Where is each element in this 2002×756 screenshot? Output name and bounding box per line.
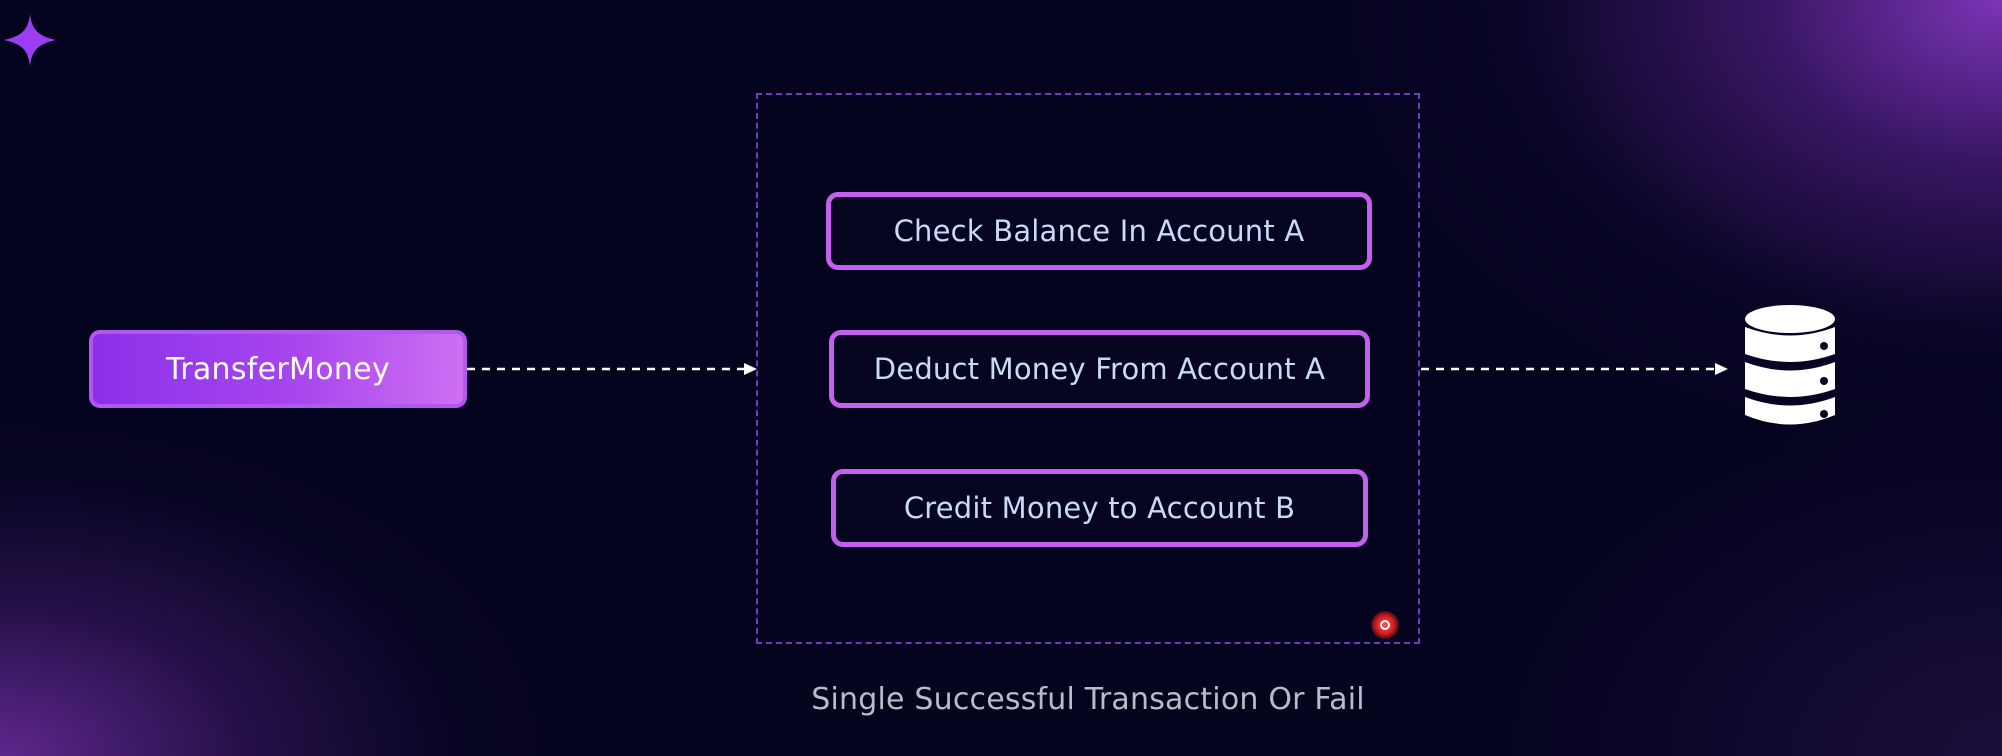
step-deduct-money: Deduct Money From Account A xyxy=(829,330,1370,408)
step-credit-money: Credit Money to Account B xyxy=(831,469,1368,547)
record-indicator-icon xyxy=(1371,611,1399,639)
arrow-caller-to-transaction xyxy=(467,363,757,375)
transfer-money-node: TransferMoney xyxy=(89,330,467,408)
arrow-transaction-to-database xyxy=(1421,363,1728,375)
database-icon xyxy=(1745,305,1835,425)
diagram-caption: Single Successful Transaction Or Fail xyxy=(811,682,1365,717)
transaction-group xyxy=(756,93,1420,644)
step-check-balance: Check Balance In Account A xyxy=(826,192,1372,270)
sparkle-icon xyxy=(4,14,56,66)
